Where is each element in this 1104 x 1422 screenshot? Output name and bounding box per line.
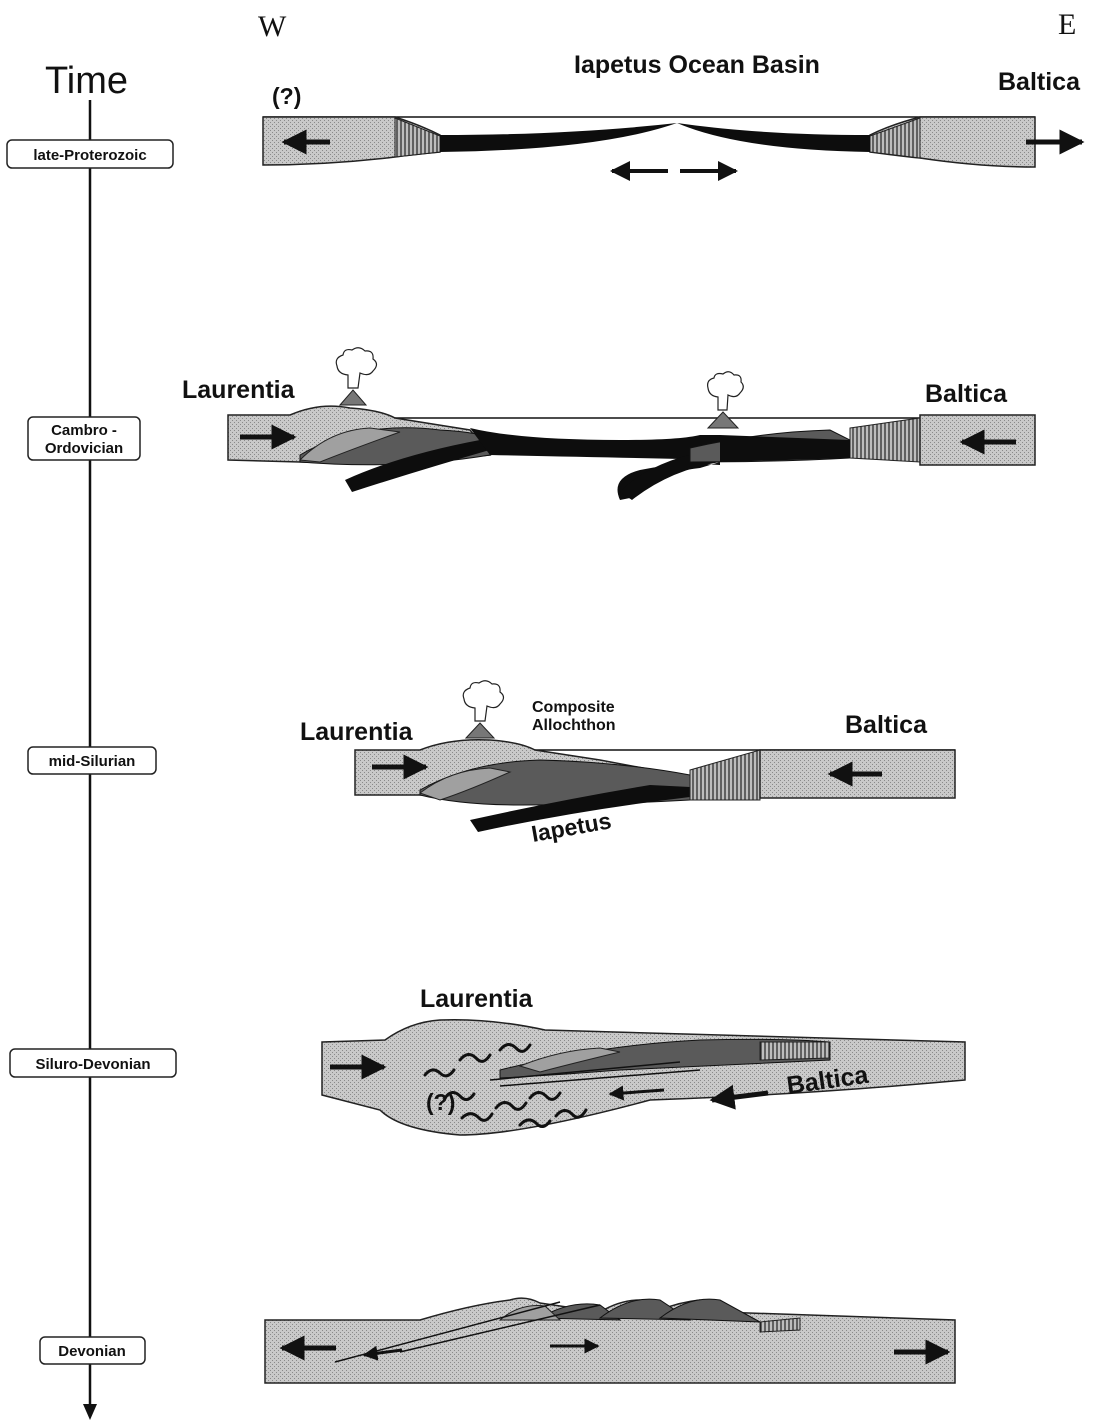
panel-devonian xyxy=(265,1298,955,1383)
oceanic-crust-west xyxy=(440,123,677,152)
laurentia-label: Laurentia xyxy=(182,376,296,404)
eastern-margin-hatch xyxy=(690,750,760,800)
stage-label-mid-silurian: mid-Silurian xyxy=(28,747,156,774)
iapetus-ocean-basin-title: Iapetus Ocean Basin xyxy=(574,51,820,79)
collisional-orogen-crust xyxy=(322,1020,965,1135)
nappe-dark-3 xyxy=(660,1299,760,1322)
baltica-label: Baltica xyxy=(998,68,1081,96)
panel-mid-silurian: Laurentia Composite Allochthon Baltica I… xyxy=(300,681,955,847)
composite-allochthon-label-line-2: Allochthon xyxy=(532,717,616,734)
eruption-plume-arc xyxy=(708,372,744,410)
time-axis-title: Time xyxy=(45,60,128,102)
stage-label-siluro-devonian: Siluro-Devonian xyxy=(10,1049,176,1077)
baltica-label: Baltica xyxy=(845,711,928,739)
baltica-label: Baltica xyxy=(925,380,1008,408)
laurentia-label: Laurentia xyxy=(300,718,414,746)
svg-text:Ordovician: Ordovician xyxy=(45,440,123,457)
composite-allochthon-label-line-1: Composite xyxy=(532,699,615,716)
svg-text:Siluro-Devonian: Siluro-Devonian xyxy=(35,1056,150,1073)
east-label: E xyxy=(1058,8,1076,41)
uncertain-query-mark: (?) xyxy=(426,1089,455,1115)
panel-cambro-ordovician: Laurentia Baltica xyxy=(182,348,1035,500)
svg-text:Devonian: Devonian xyxy=(58,1343,126,1360)
west-label: W xyxy=(258,10,287,43)
eruption-plume-laurentia xyxy=(463,681,503,721)
svg-text:late-Proterozoic: late-Proterozoic xyxy=(33,147,146,164)
volcano-laurentia xyxy=(340,390,366,405)
svg-text:mid-Silurian: mid-Silurian xyxy=(49,753,136,770)
eruption-plume-laurentia xyxy=(336,348,376,388)
stage-label-cambro-ordovician: Cambro - Ordovician xyxy=(28,417,140,460)
volcano-arc xyxy=(708,412,738,428)
svg-text:Cambro -: Cambro - xyxy=(51,422,117,439)
stage-label-devonian: Devonian xyxy=(40,1337,145,1364)
stage-label-late-proterozoic: late-Proterozoic xyxy=(7,140,173,168)
panel-late-proterozoic: Iapetus Ocean Basin (?) Baltica xyxy=(263,51,1082,171)
oceanic-crust-east xyxy=(677,123,870,152)
panel-siluro-devonian: Laurentia (?) Baltica xyxy=(322,985,965,1135)
eastern-margin-hatch xyxy=(850,418,920,462)
uncertain-query-mark: (?) xyxy=(272,83,301,109)
thrust-stack-hatch xyxy=(760,1042,830,1060)
volcano-laurentia xyxy=(466,723,494,738)
time-axis-arrowhead xyxy=(83,1404,97,1420)
laurentia-label: Laurentia xyxy=(420,985,534,1013)
western-margin-hatch xyxy=(395,118,440,157)
